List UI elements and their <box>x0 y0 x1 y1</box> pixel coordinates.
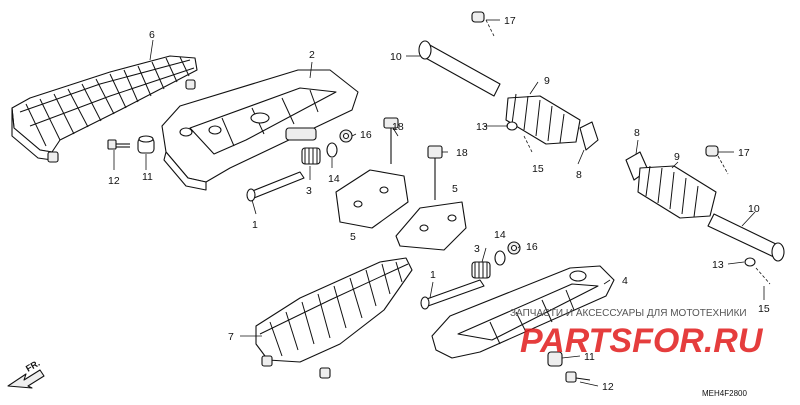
watermark-logo: PARTSFOR.RU <box>520 322 764 360</box>
cotter-15-right <box>755 267 771 285</box>
callout-15: 15 <box>758 303 770 315</box>
collar-upper <box>137 135 155 154</box>
callout-12: 12 <box>108 175 120 187</box>
bracket-5-left <box>335 169 409 229</box>
callout-5: 5 <box>452 183 458 195</box>
callout-7: 7 <box>228 331 234 343</box>
callout-16: 16 <box>360 129 372 141</box>
footpeg-rubber-lower-left <box>255 257 413 379</box>
watermark-text: ЗАПЧАСТИ И АКСЕССУАРЫ ДЛЯ МОТОТЕХНИКИ <box>510 308 747 319</box>
callout-11: 11 <box>584 351 595 363</box>
washer-13-right <box>744 257 756 267</box>
bolt-18-right <box>427 145 443 200</box>
callout-15: 15 <box>532 163 544 175</box>
callout-11: 11 <box>142 171 153 183</box>
callout-17: 17 <box>738 147 750 159</box>
footpeg-rubber-upper-left <box>11 55 198 163</box>
callout-6: 6 <box>149 29 155 41</box>
spring-lower <box>471 261 491 279</box>
callout-14: 14 <box>328 173 340 185</box>
washer-13-upper <box>506 121 518 131</box>
callout-14: 14 <box>494 229 506 241</box>
diagram-code: MEH4F2800 <box>702 389 747 398</box>
callout-2: 2 <box>309 49 315 61</box>
callout-9: 9 <box>674 151 680 163</box>
shaft-10-upper <box>418 40 501 97</box>
clip-17-right <box>705 145 729 175</box>
nut-upper <box>339 129 353 143</box>
grip-9-right <box>637 165 717 219</box>
washer-upper <box>326 142 338 158</box>
callout-12: 12 <box>602 381 614 393</box>
bolt-upper <box>107 139 130 150</box>
callout-1: 1 <box>430 269 436 281</box>
callout-8: 8 <box>576 169 582 181</box>
spring-upper <box>301 147 321 165</box>
bracket-5-right <box>395 201 467 251</box>
washer-lower <box>494 250 506 266</box>
callout-3: 3 <box>474 243 480 255</box>
clip-17-upper <box>471 11 495 37</box>
callouts: 6 2 12 11 1 3 14 16 18 5 5 18 10 17 13 9… <box>108 15 770 393</box>
footpeg-bracket-upper <box>161 69 359 191</box>
collar-lower <box>547 351 563 367</box>
callout-13: 13 <box>712 259 724 271</box>
nut-lower <box>507 241 521 255</box>
shaft-10-right <box>707 213 785 262</box>
leader-lines <box>113 19 765 387</box>
callout-10: 10 <box>390 51 402 63</box>
callout-1: 1 <box>252 219 258 231</box>
pin-upper <box>246 171 305 202</box>
front-direction-arrow <box>7 369 45 389</box>
pin-lower <box>420 279 485 310</box>
callout-3: 3 <box>306 185 312 197</box>
callout-10: 10 <box>748 203 760 215</box>
callout-18: 18 <box>392 121 404 133</box>
callout-18: 18 <box>456 147 468 159</box>
footpeg-bracket-lower <box>431 265 615 359</box>
grip-9-upper <box>505 93 581 145</box>
cotter-15-upper <box>523 135 533 153</box>
callout-9: 9 <box>544 75 550 87</box>
callout-5: 5 <box>350 231 356 243</box>
bolt-lower <box>565 371 591 383</box>
bolt-18-left <box>383 117 399 164</box>
callout-16: 16 <box>526 241 538 253</box>
callout-17: 17 <box>504 15 516 27</box>
ring-8-upper <box>579 121 599 151</box>
callout-8: 8 <box>634 127 640 139</box>
callout-13: 13 <box>476 121 488 133</box>
callout-4: 4 <box>622 275 628 287</box>
